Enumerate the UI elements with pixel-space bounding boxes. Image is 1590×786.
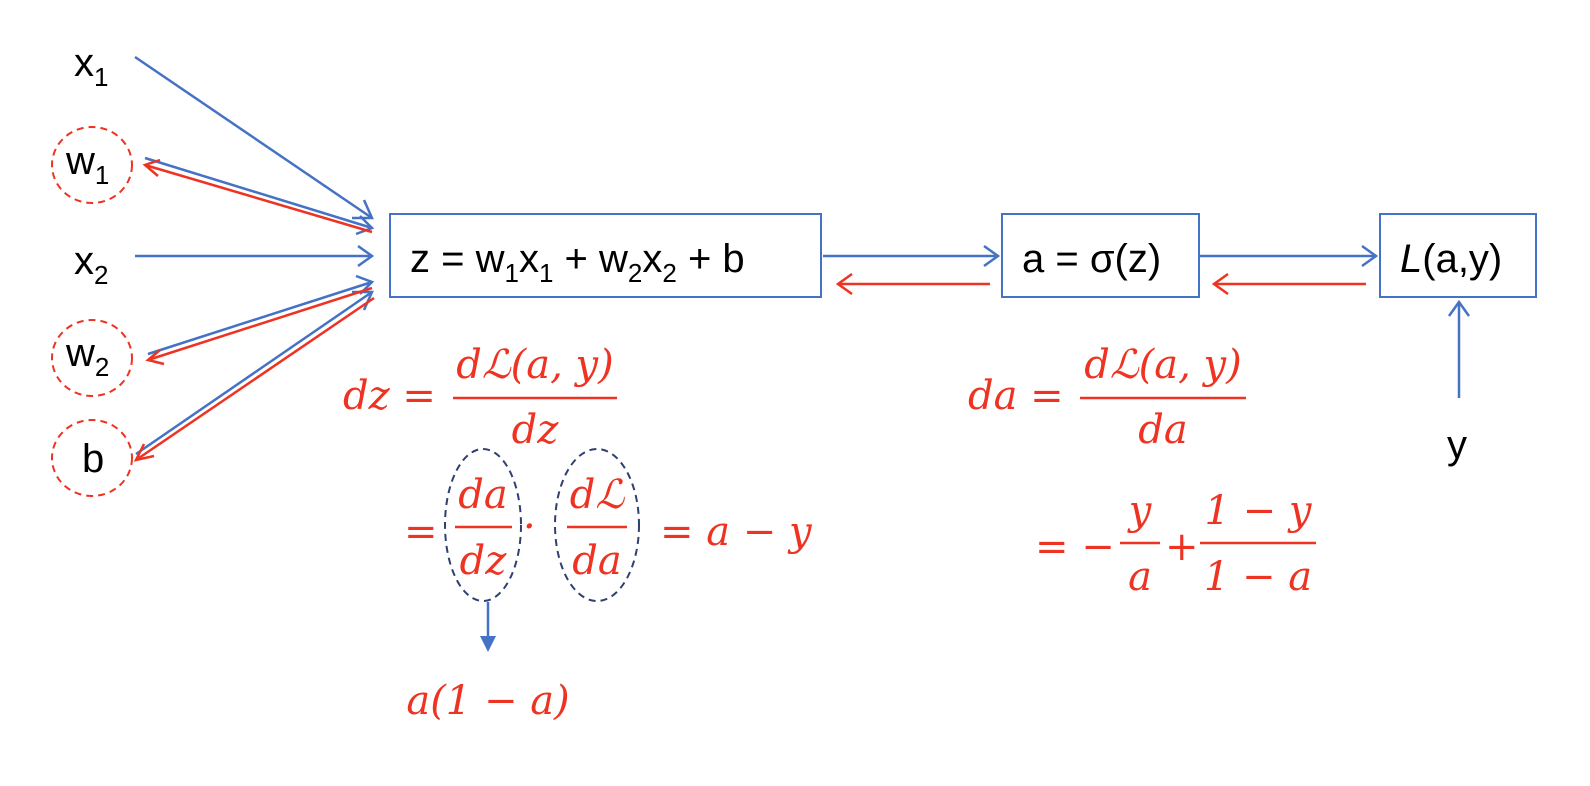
b-circle: [51, 419, 133, 497]
grad-arrow-to-w1: [142, 158, 373, 234]
da-result: = − y a + 1 − y 1 − a: [1035, 488, 1316, 600]
dz-chain-result: = a − y: [660, 509, 813, 555]
dz-definition: dz = dℒ(a, y) dz: [343, 342, 617, 453]
z-node-box: [389, 213, 822, 298]
arrow-w1-to-z: [144, 156, 375, 236]
y-label: y: [1447, 423, 1467, 467]
arrow-x2-to-z: [135, 244, 375, 268]
da-result-eq: = −: [1035, 524, 1115, 570]
w1-circle: [51, 126, 133, 204]
dz-chain-rule: = da dz · dℒ da = a − y: [404, 448, 813, 602]
chain-dot: ·: [523, 504, 536, 550]
arrow-y-to-loss: [1447, 299, 1471, 398]
dz-def-lhs: dz =: [343, 373, 436, 419]
da-definition: da = dℒ(a, y) da: [968, 342, 1246, 453]
w1-label: w1: [65, 139, 109, 190]
da-def-numerator: dℒ(a, y): [1084, 342, 1242, 388]
da-dz-highlight-circle: [444, 448, 522, 602]
arrow-to-sigmoid-derivative: [480, 602, 496, 652]
dl-da-highlight-circle: [554, 448, 640, 602]
da-result-plus: +: [1165, 524, 1199, 570]
arrow-a-to-loss: [1200, 244, 1379, 268]
dl-da-denominator: da: [572, 538, 621, 584]
grad-arrow-loss-to-a: [1211, 272, 1366, 296]
arrow-x1-to-z: [134, 55, 374, 220]
dz-chain-eq: =: [404, 509, 438, 555]
w2-label: w2: [65, 331, 109, 382]
dz-def-numerator: dℒ(a, y): [456, 342, 614, 388]
da-def-denominator: da: [1138, 407, 1187, 453]
grad-arrow-a-to-z: [835, 272, 990, 296]
y-over-a-numerator: y: [1127, 488, 1153, 534]
da-dz-numerator: da: [458, 472, 507, 518]
b-label: b: [82, 437, 104, 481]
y-over-a-denominator: a: [1128, 554, 1152, 600]
grad-arrow-to-b: [133, 296, 375, 462]
a-node-box: [1001, 213, 1200, 298]
a-node-label: a = σ(z): [1022, 237, 1161, 281]
z-node-label: z = w1x1 + w2x2 + b: [410, 237, 745, 288]
x1-label: x1: [74, 41, 108, 92]
x2-label: x2: [74, 239, 108, 290]
arrow-z-to-a: [823, 244, 1001, 268]
one-minus-a-denominator: 1 − a: [1204, 554, 1312, 600]
da-dz-denominator: dz: [460, 538, 508, 584]
w2-circle: [51, 319, 133, 397]
dz-def-denominator: dz: [512, 407, 560, 453]
sigmoid-derivative: a(1 − a): [406, 678, 569, 724]
dl-da-numerator: dℒ: [570, 472, 626, 518]
one-minus-y-numerator: 1 − y: [1205, 488, 1313, 534]
loss-node-label: L(a,y): [1400, 237, 1502, 281]
arrow-b-to-z: [135, 290, 374, 456]
loss-node-box: [1379, 213, 1537, 298]
grad-arrow-to-w2: [145, 286, 373, 366]
da-def-lhs: da =: [968, 373, 1064, 419]
